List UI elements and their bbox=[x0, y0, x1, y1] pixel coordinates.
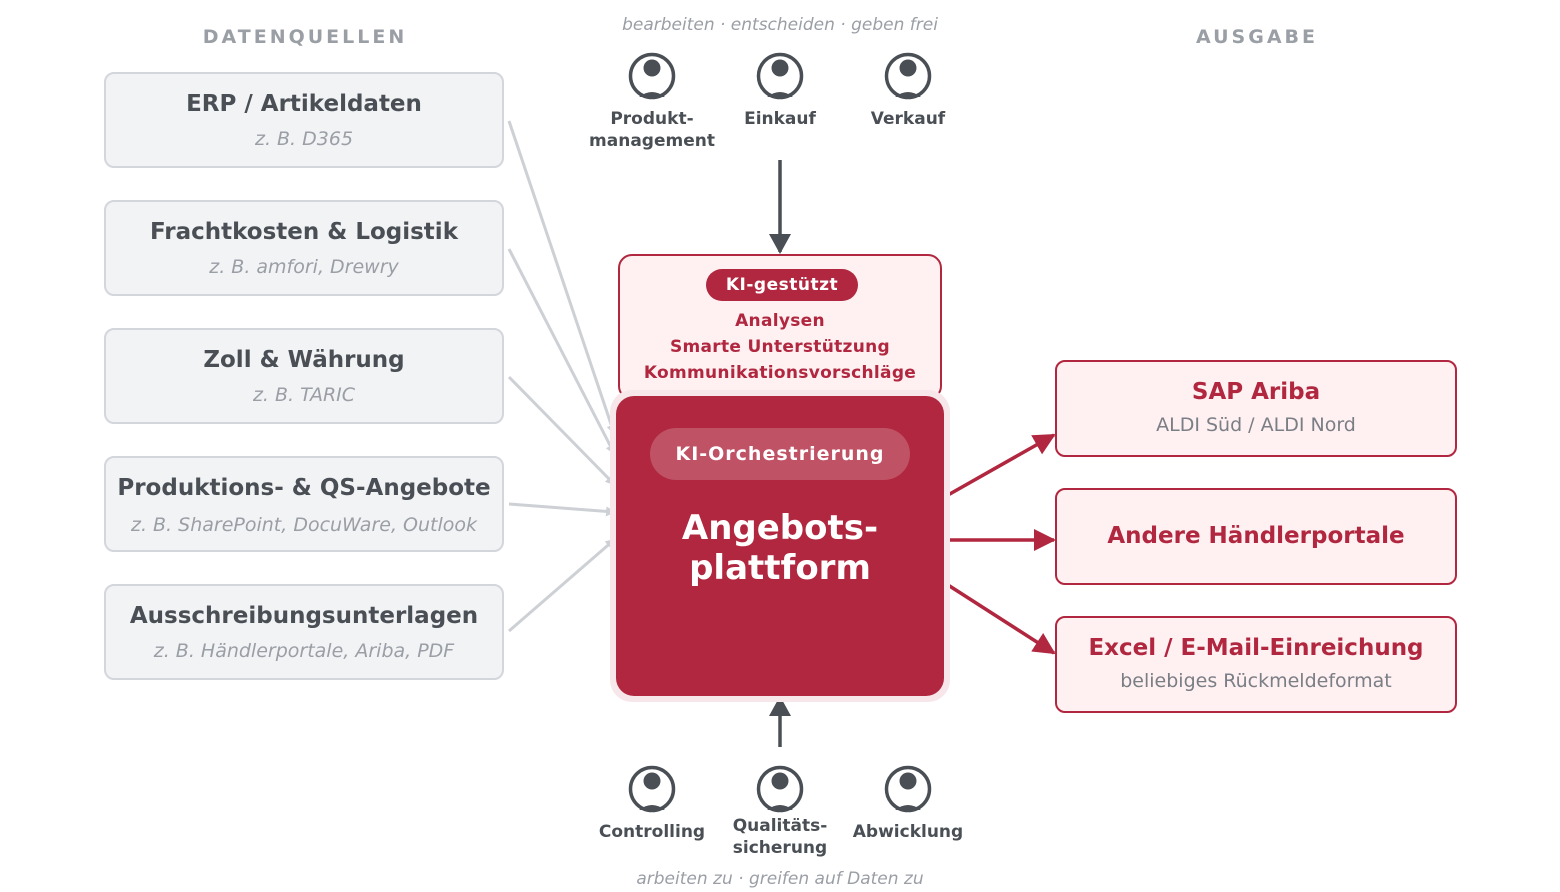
output-excel-email: Excel / E-Mail-Einreichung beliebiges Rü… bbox=[1055, 616, 1457, 713]
source-subtitle: z. B. D365 bbox=[254, 128, 354, 150]
role-label: Abwicklung bbox=[852, 822, 964, 842]
ki-badge: KI-gestützt bbox=[706, 269, 858, 301]
role-quality-assurance: Qualitäts-sicherung bbox=[705, 765, 855, 859]
output-sap-ariba: SAP Ariba ALDI Süd / ALDI Nord bbox=[1055, 360, 1457, 457]
source-subtitle: z. B. amfori, Drewry bbox=[209, 256, 399, 278]
person-icon bbox=[756, 52, 804, 100]
output-subtitle: ALDI Süd / ALDI Nord bbox=[1156, 414, 1356, 436]
source-freight: Frachtkosten & Logistik z. B. amfori, Dr… bbox=[104, 200, 504, 296]
output-title: Andere Händlerportale bbox=[1107, 523, 1405, 549]
role-purchasing: Einkauf bbox=[705, 52, 855, 130]
role-label: Controlling bbox=[598, 822, 706, 842]
arrow-to-ariba bbox=[947, 433, 1056, 497]
ki-line-analysen: Analysen bbox=[735, 311, 825, 331]
output-title: SAP Ariba bbox=[1191, 379, 1321, 405]
bottom-caption: arbeiten zu · greifen auf Daten zu bbox=[636, 869, 924, 889]
platform-title-line1: Angebots- bbox=[681, 508, 879, 548]
source-tender: Ausschreibungsunterlagen z. B. Händlerpo… bbox=[104, 584, 504, 680]
connector-freight bbox=[507, 248, 616, 455]
orchestration-pill: KI-Orchestrierung bbox=[650, 428, 910, 480]
person-icon bbox=[884, 52, 932, 100]
sources-header: DATENQUELLEN bbox=[202, 26, 408, 48]
person-icon bbox=[756, 765, 804, 813]
source-title: Produktions- & QS-Angebote bbox=[117, 475, 491, 501]
person-icon bbox=[628, 765, 676, 813]
person-icon bbox=[884, 765, 932, 813]
connector-erp bbox=[507, 120, 617, 435]
source-title: Frachtkosten & Logistik bbox=[150, 219, 458, 245]
source-subtitle: z. B. Händlerportale, Ariba, PDF bbox=[153, 640, 455, 662]
ki-line-communication: Kommunikationsvorschläge bbox=[643, 363, 917, 383]
top-caption: bearbeiten · entscheiden · geben frei bbox=[622, 15, 938, 35]
source-title: ERP / Artikeldaten bbox=[186, 91, 422, 117]
role-label: Qualitäts-sicherung bbox=[732, 816, 828, 858]
person-icon bbox=[628, 52, 676, 100]
ki-support-box: KI-gestützt Analysen Smarte Unterstützun… bbox=[618, 254, 942, 400]
source-production: Produktions- & QS-Angebote z. B. SharePo… bbox=[104, 456, 504, 552]
arrow-to-excel bbox=[947, 583, 1056, 655]
ki-line-support: Smarte Unterstützung bbox=[669, 337, 891, 357]
connector-customs bbox=[507, 375, 616, 486]
role-sales: Verkauf bbox=[833, 52, 983, 130]
role-product-management: Produkt-management bbox=[577, 52, 727, 152]
source-erp: ERP / Artikeldaten z. B. D365 bbox=[104, 72, 504, 168]
role-controlling: Controlling bbox=[577, 765, 727, 843]
connector-tender bbox=[508, 538, 616, 633]
source-title: Ausschreibungsunterlagen bbox=[129, 603, 479, 629]
role-label: Verkauf bbox=[870, 109, 946, 129]
output-header: AUSGABE bbox=[1196, 26, 1318, 48]
role-label: Produkt-management bbox=[589, 109, 715, 151]
role-processing: Abwicklung bbox=[833, 765, 983, 843]
connector-production bbox=[508, 502, 616, 517]
role-label: Einkauf bbox=[744, 109, 816, 129]
source-subtitle: z. B. SharePoint, DocuWare, Outlook bbox=[130, 514, 478, 536]
offer-platform: KI-Orchestrierung Angebots- plattform bbox=[616, 396, 944, 696]
source-subtitle: z. B. TARIC bbox=[252, 384, 356, 406]
source-title: Zoll & Währung bbox=[203, 347, 405, 373]
output-retailer-portals: Andere Händlerportale bbox=[1055, 488, 1457, 585]
output-subtitle: beliebiges Rückmeldeformat bbox=[1120, 670, 1392, 692]
output-title: Excel / E-Mail-Einreichung bbox=[1088, 635, 1424, 661]
source-customs: Zoll & Währung z. B. TARIC bbox=[104, 328, 504, 424]
platform-title-line2: plattform bbox=[689, 548, 871, 588]
